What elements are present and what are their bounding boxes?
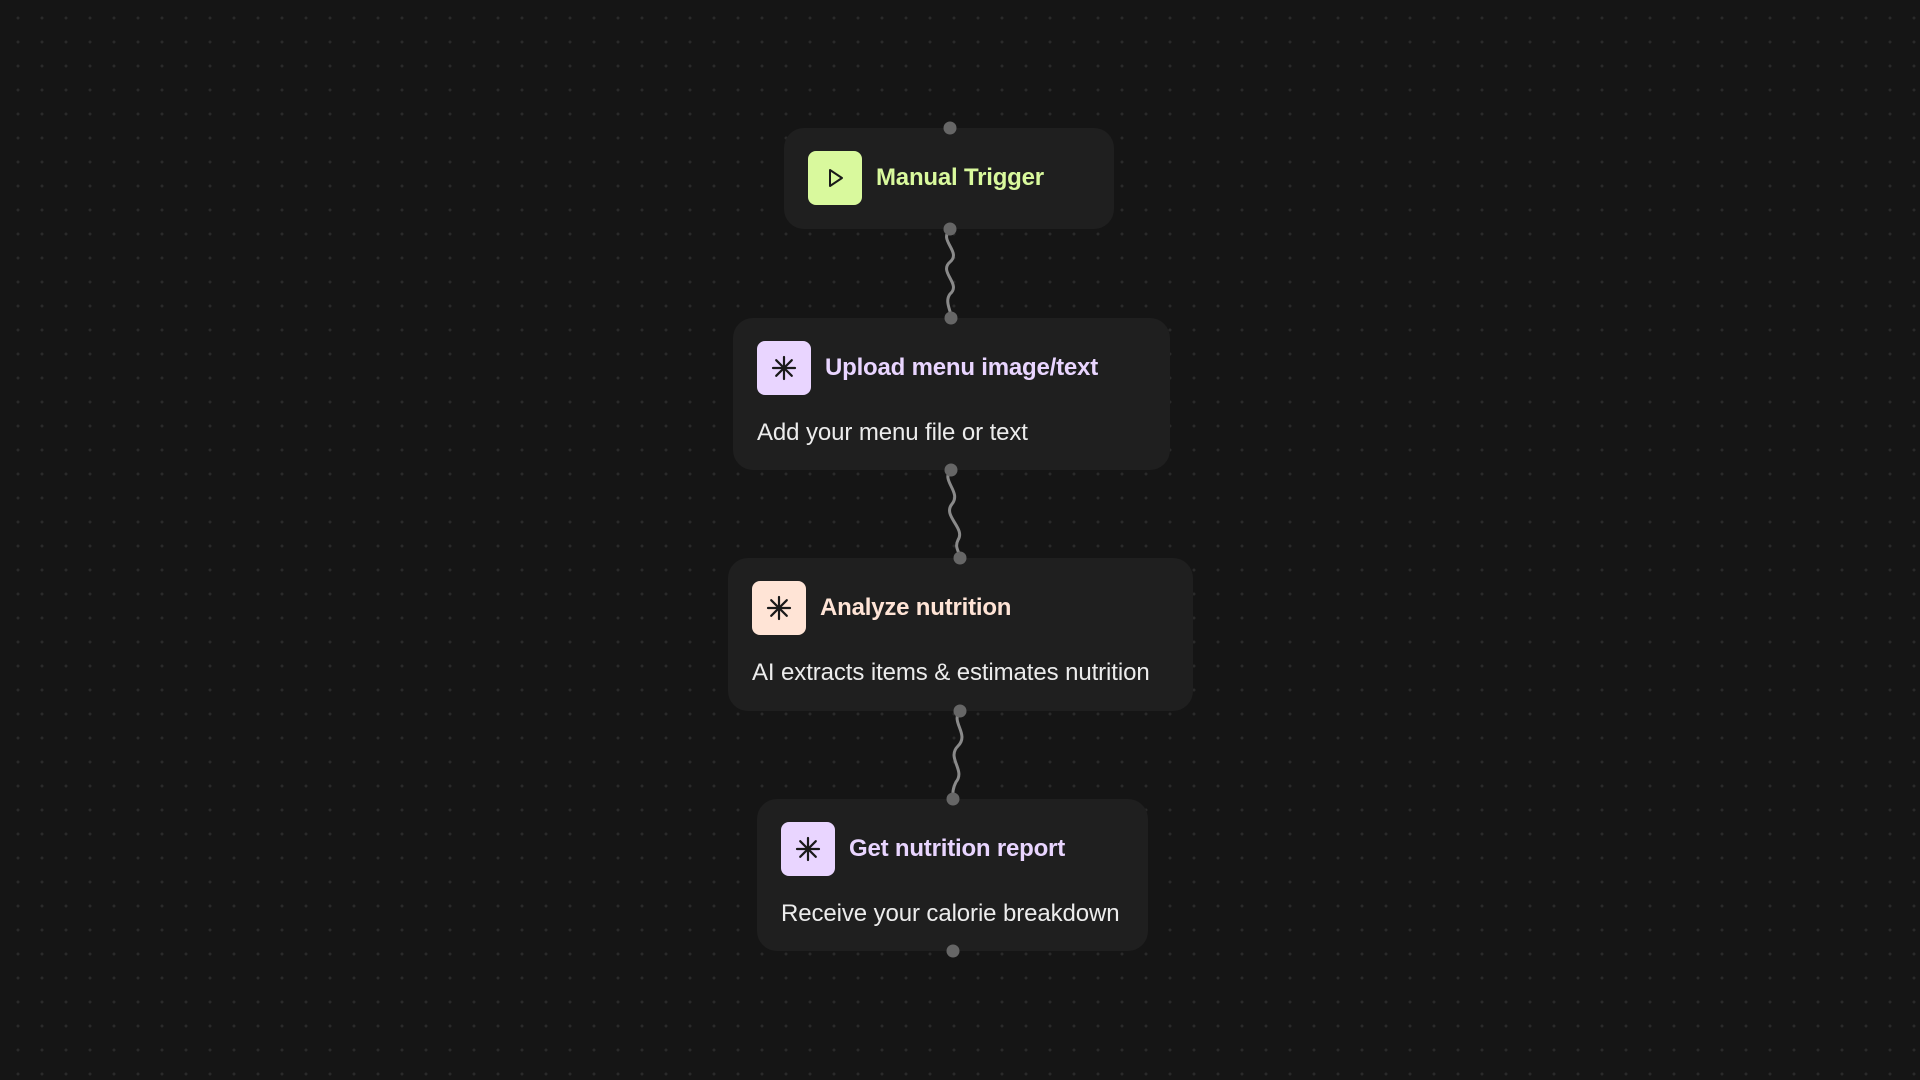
node-title: Get nutrition report [849, 835, 1065, 862]
node-title: Upload menu image/text [825, 354, 1098, 381]
input-port[interactable] [953, 551, 967, 565]
input-port[interactable] [944, 311, 958, 325]
node-description: Receive your calorie breakdown [781, 900, 1120, 927]
output-port[interactable] [953, 704, 967, 718]
input-port[interactable] [946, 792, 960, 806]
node-manual-trigger[interactable]: Manual Trigger [784, 128, 1114, 229]
node-nutrition-report[interactable]: Get nutrition report Receive your calori… [757, 799, 1148, 951]
output-port[interactable] [946, 944, 960, 958]
node-description: AI extracts items & estimates nutrition [752, 659, 1150, 686]
edge-analyze-to-report [951, 709, 964, 801]
output-port[interactable] [943, 222, 957, 236]
asterisk-icon [781, 822, 835, 876]
asterisk-icon [757, 341, 811, 395]
edge-upload-to-analyze [946, 468, 962, 560]
node-header: Manual Trigger [808, 151, 1090, 205]
node-header: Upload menu image/text [757, 341, 1146, 395]
play-icon [808, 151, 862, 205]
node-upload-menu[interactable]: Upload menu image/text Add your menu fil… [733, 318, 1170, 470]
node-analyze-nutrition[interactable]: Analyze nutrition AI extracts items & es… [728, 558, 1193, 711]
node-title: Manual Trigger [876, 164, 1044, 191]
asterisk-icon [752, 581, 806, 635]
edge-trigger-to-upload [945, 228, 955, 320]
node-description: Add your menu file or text [757, 419, 1028, 446]
input-port[interactable] [943, 121, 957, 135]
node-title: Analyze nutrition [820, 594, 1012, 621]
output-port[interactable] [944, 463, 958, 477]
node-header: Get nutrition report [781, 822, 1124, 876]
node-header: Analyze nutrition [752, 581, 1169, 635]
